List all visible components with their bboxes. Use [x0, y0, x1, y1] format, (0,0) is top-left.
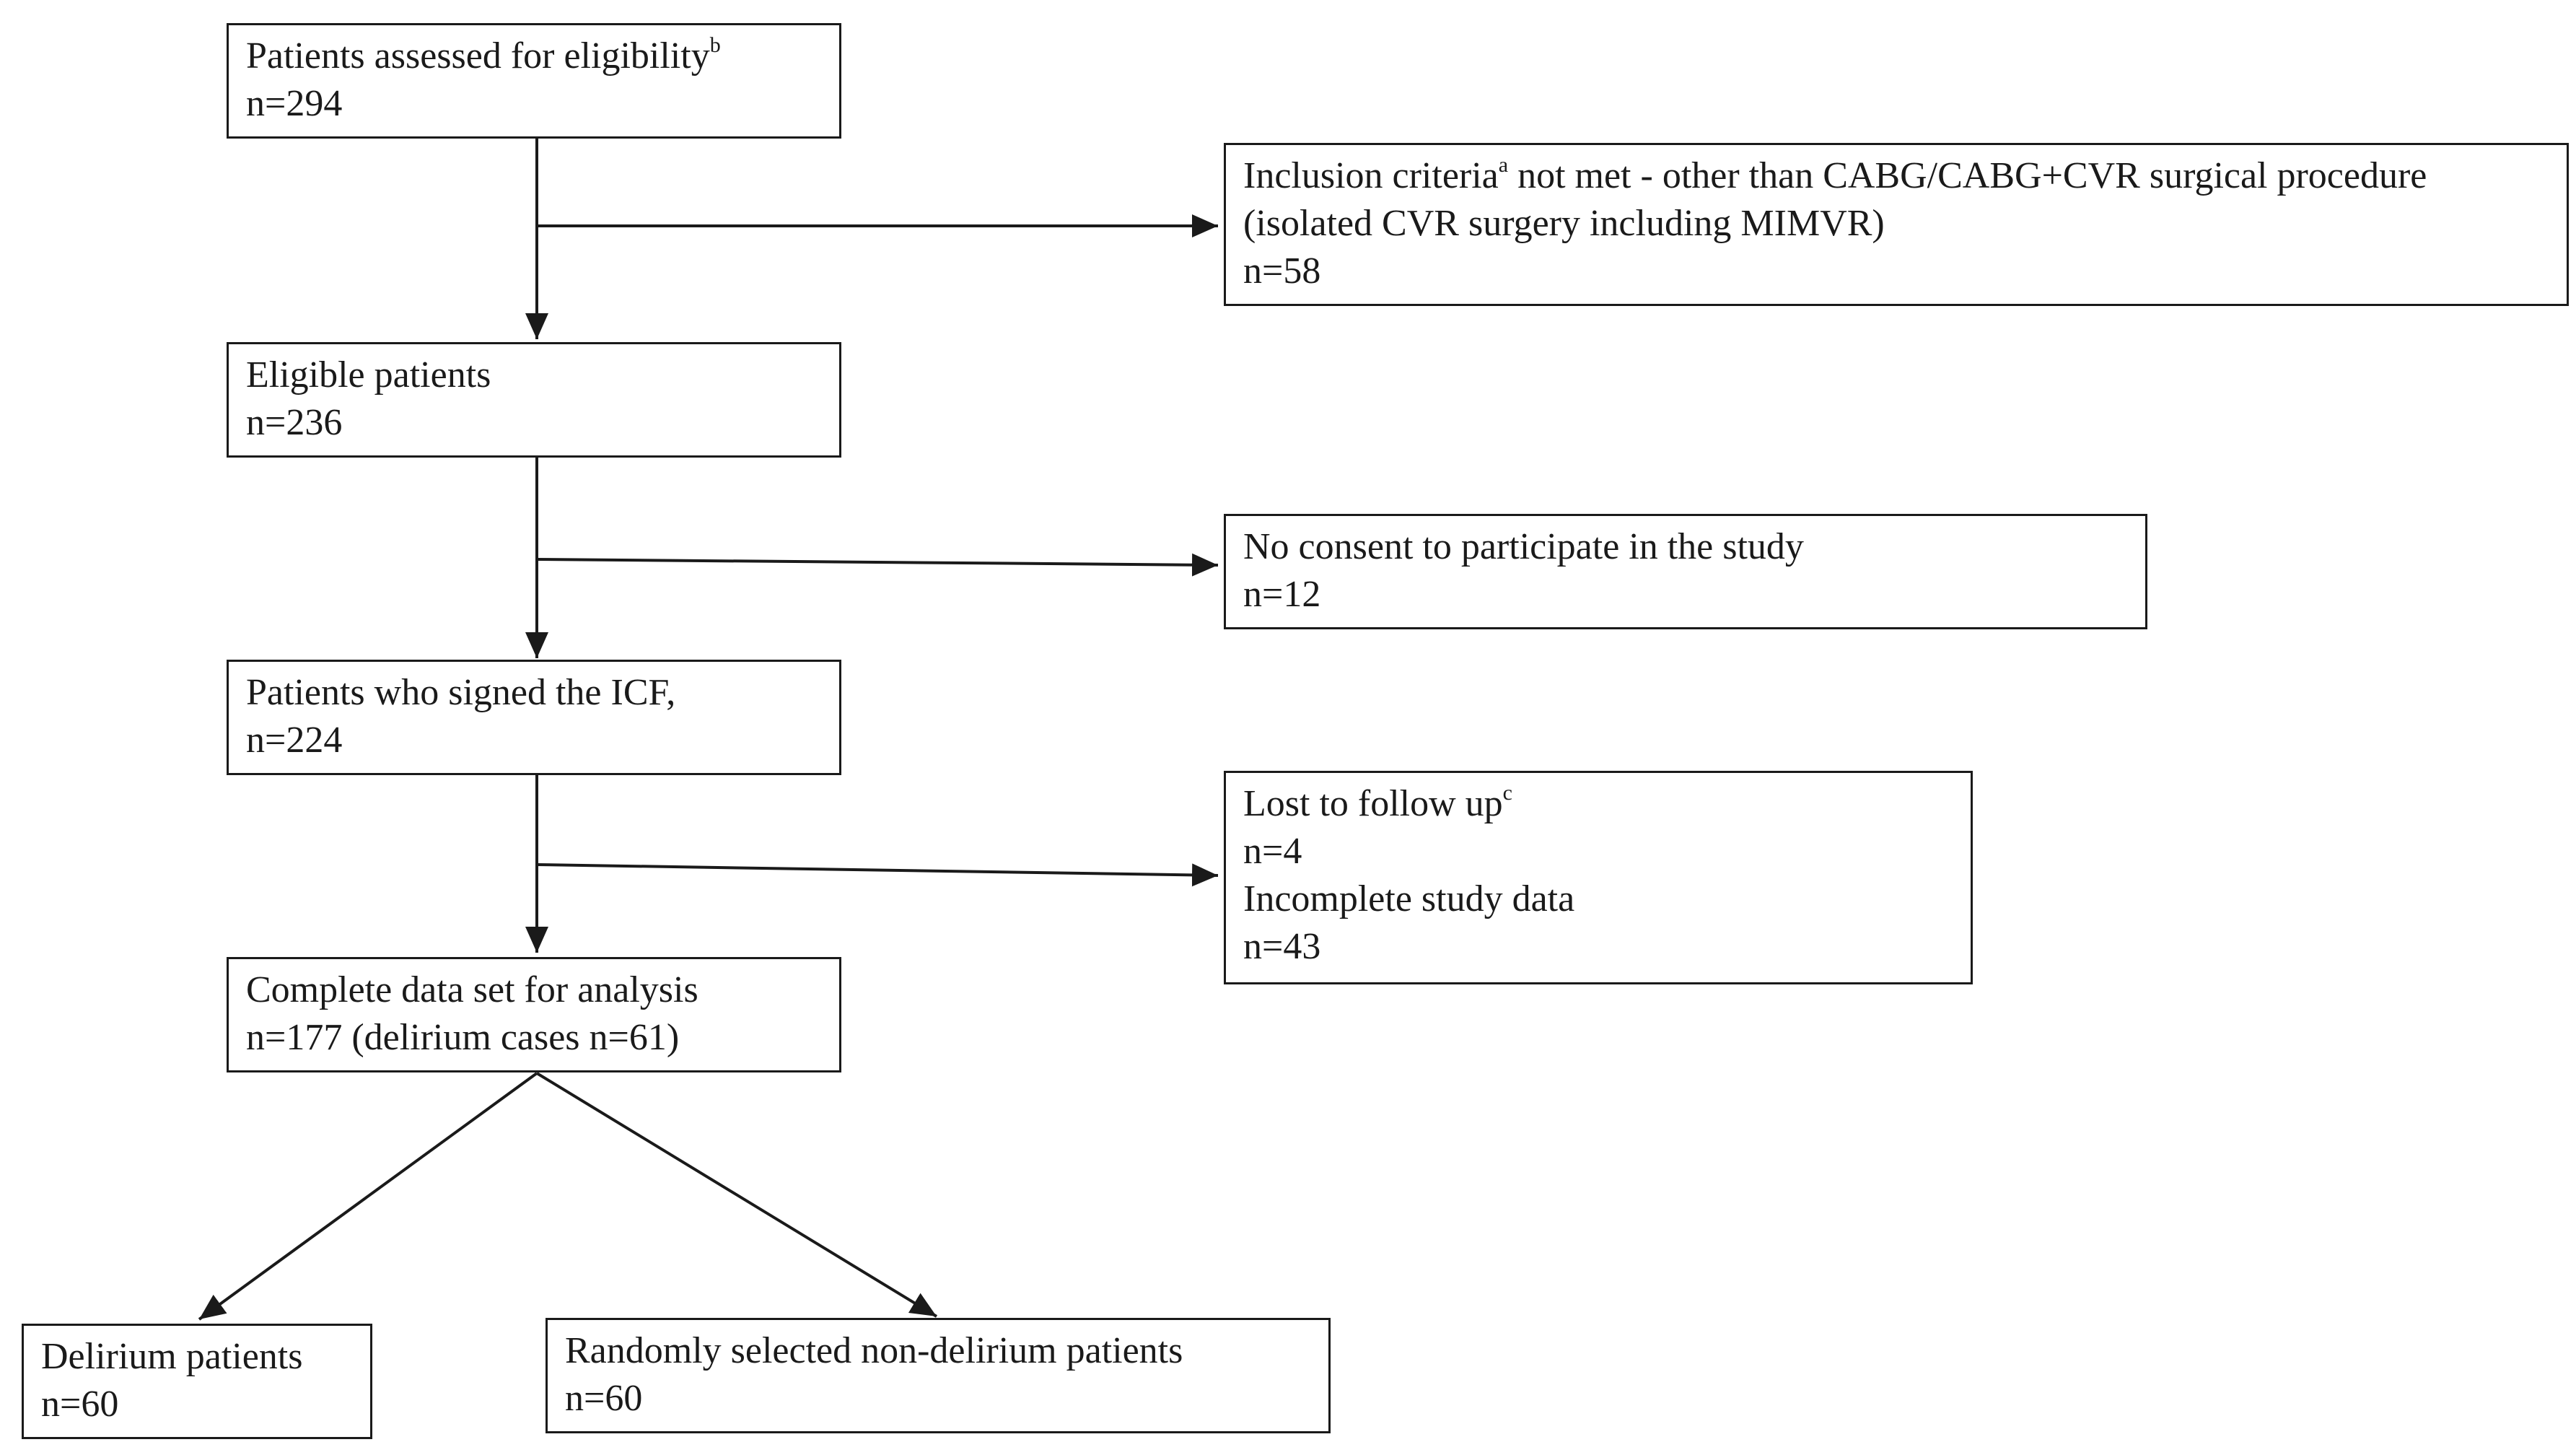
box-no-consent: No consent to participate in the study n…	[1224, 514, 2147, 629]
signed-icf-count: n=224	[246, 720, 343, 761]
lost-label-line: Lost to follow upc	[1243, 780, 1953, 828]
footnote-marker-a: a	[1498, 152, 1509, 177]
arrow-to-lost-incomplete	[536, 863, 1219, 887]
arrow-to-non-delirium	[535, 1072, 938, 1318]
box-delirium-patients: Delirium patients n=60	[22, 1324, 372, 1439]
footnote-marker-b: b	[709, 32, 721, 57]
box-signed-icf: Patients who signed the ICF, n=224	[227, 660, 841, 775]
eligible-count: n=236	[246, 402, 343, 443]
box-complete-data-set: Complete data set for analysis n=177 (de…	[227, 957, 841, 1072]
inclusion-label-part2: not met - other than CABG/CABG+CVR surgi…	[1243, 155, 2427, 244]
box-assessed-for-eligibility: Patients assessed for eligibilityb n=294	[227, 23, 841, 139]
arrow-to-no-consent	[536, 553, 1219, 577]
inclusion-label-part1: Inclusion criteria	[1243, 155, 1499, 196]
delirium-count: n=60	[41, 1384, 119, 1425]
signed-icf-label: Patients who signed the ICF,	[246, 672, 676, 713]
inclusion-label-line: Inclusion criteriaa not met - other than…	[1243, 152, 2549, 248]
box-eligible-patients: Eligible patients n=236	[227, 342, 841, 458]
complete-label: Complete data set for analysis	[246, 969, 698, 1010]
box-lost-and-incomplete: Lost to follow upc n=4 Incomplete study …	[1224, 771, 1973, 984]
incomplete-count: n=43	[1243, 926, 1321, 967]
box-non-delirium-patients: Randomly selected non-delirium patients …	[546, 1318, 1331, 1433]
eligible-label: Eligible patients	[246, 354, 491, 396]
assessed-label-line: Patients assessed for eligibilityb	[246, 32, 822, 80]
complete-count: n=177 (delirium cases n=61)	[246, 1017, 680, 1058]
incomplete-label: Incomplete study data	[1243, 878, 1575, 919]
inclusion-count: n=58	[1243, 250, 1321, 292]
lost-count: n=4	[1243, 831, 1302, 872]
non-delirium-count: n=60	[565, 1378, 643, 1419]
no-consent-count: n=12	[1243, 574, 1321, 615]
delirium-label: Delirium patients	[41, 1336, 303, 1377]
box-inclusion-criteria-not-met: Inclusion criteriaa not met - other than…	[1224, 143, 2569, 306]
arrow-to-delirium	[198, 1072, 538, 1321]
footnote-marker-c: c	[1502, 780, 1512, 805]
non-delirium-label: Randomly selected non-delirium patients	[565, 1330, 1183, 1371]
assessed-label: Patients assessed for eligibility	[246, 35, 710, 77]
lost-label: Lost to follow up	[1243, 783, 1503, 824]
no-consent-label: No consent to participate in the study	[1243, 526, 1804, 567]
assessed-count: n=294	[246, 83, 343, 124]
